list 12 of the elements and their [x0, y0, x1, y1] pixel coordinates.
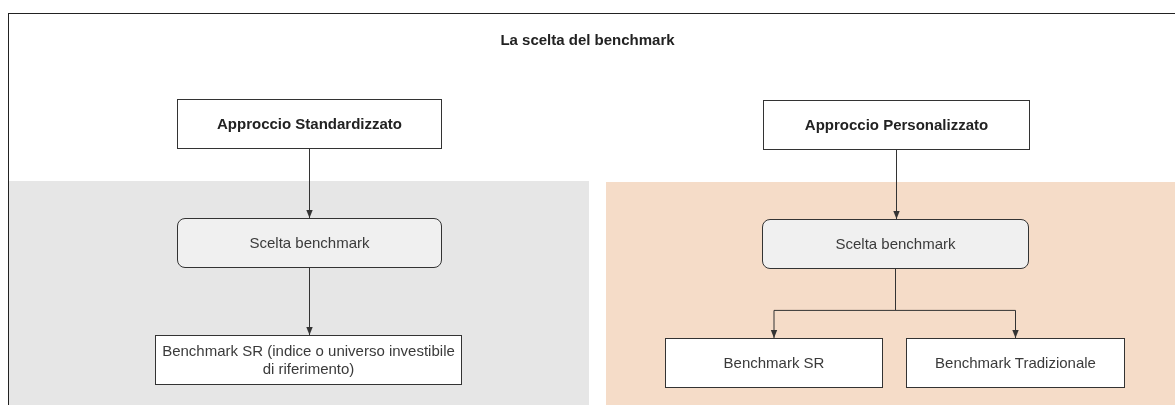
arrow — [306, 267, 313, 336]
diagram-title: La scelta del benchmark — [499, 31, 676, 48]
arrow — [306, 148, 313, 219]
approach-box: Approccio Standardizzato — [177, 99, 442, 149]
benchmark-box: Benchmark SR (indice o universo investibile di riferimento) — [155, 335, 462, 385]
arrow — [895, 268, 1019, 339]
choice-box: Scelta benchmark — [177, 218, 442, 268]
approach-box: Approccio Personalizzato — [763, 100, 1030, 150]
benchmark-box: Benchmark SR — [665, 338, 883, 388]
arrow — [893, 149, 900, 220]
benchmark-box: Benchmark Tradizionale — [906, 338, 1125, 388]
choice-box: Scelta benchmark — [762, 219, 1029, 269]
